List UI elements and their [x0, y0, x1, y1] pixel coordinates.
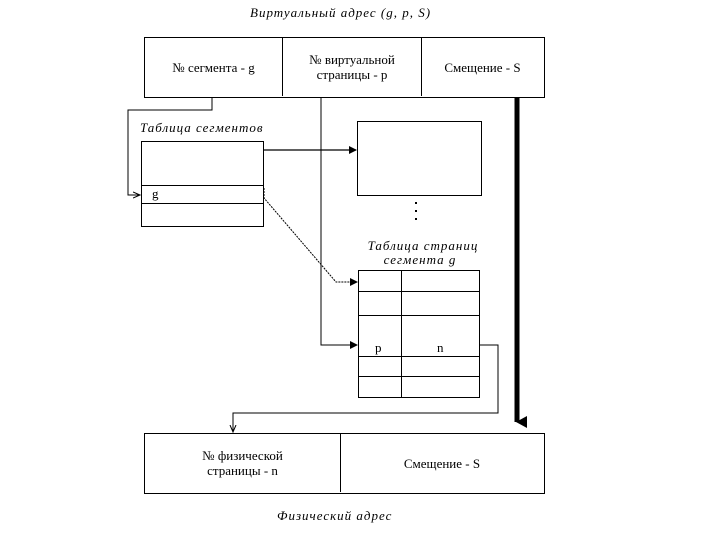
segment-to-page-table-arrow: [263, 188, 358, 286]
segment-table-divider-2: [142, 203, 263, 204]
virtual-page-number-field: № виртуальной страницы - p: [283, 38, 422, 96]
physical-address-box: № физической страницы - n Смещение - S: [144, 433, 545, 494]
page-table-row-divider-4: [359, 376, 479, 377]
segment-table-row-g: g: [152, 186, 159, 201]
physical-address-title: Физический адрес: [277, 508, 393, 523]
virtual-address-title: Виртуальный адрес (g, p, S): [250, 5, 432, 20]
physical-page-number-label: № физической страницы - n: [202, 448, 283, 478]
physical-offset-field: Смещение - S: [341, 434, 543, 492]
page-table-row-divider-3: [359, 356, 479, 357]
frame-number-arrow: [233, 344, 499, 432]
page-table-column-divider: [401, 271, 402, 397]
page-table-row-p: p: [375, 340, 382, 355]
ellipsis-dots: [415, 202, 417, 230]
page-table: p n: [358, 270, 480, 398]
segment-table-title: Таблица сегментов: [140, 120, 264, 135]
page-table-title-line1: Таблица страниц: [367, 238, 479, 253]
segment-number-field: № сегмента - g: [145, 38, 283, 96]
virtual-address-box: № сегмента - g № виртуальной страницы - …: [144, 37, 545, 98]
segment-table: g: [141, 141, 264, 227]
physical-offset-label: Смещение - S: [403, 455, 481, 471]
page-table-row-divider-2: [359, 315, 479, 316]
physical-page-number-field: № физической страницы - n: [145, 434, 341, 492]
page-block-box: [357, 121, 482, 196]
offset-label: Смещение - S: [444, 59, 521, 75]
page-index-arrow: [320, 98, 358, 349]
page-table-title-line2: сегмента g: [383, 252, 457, 267]
segment-table-divider-1: [142, 185, 263, 186]
page-table-row-divider-1: [359, 291, 479, 292]
segment-index-arrow: [127, 98, 213, 195]
page-table-row-n: n: [437, 340, 444, 355]
virtual-page-number-label: № виртуальной страницы - p: [309, 52, 395, 82]
segment-number-label: № сегмента - g: [172, 59, 255, 75]
offset-field: Смещение - S: [422, 38, 543, 96]
